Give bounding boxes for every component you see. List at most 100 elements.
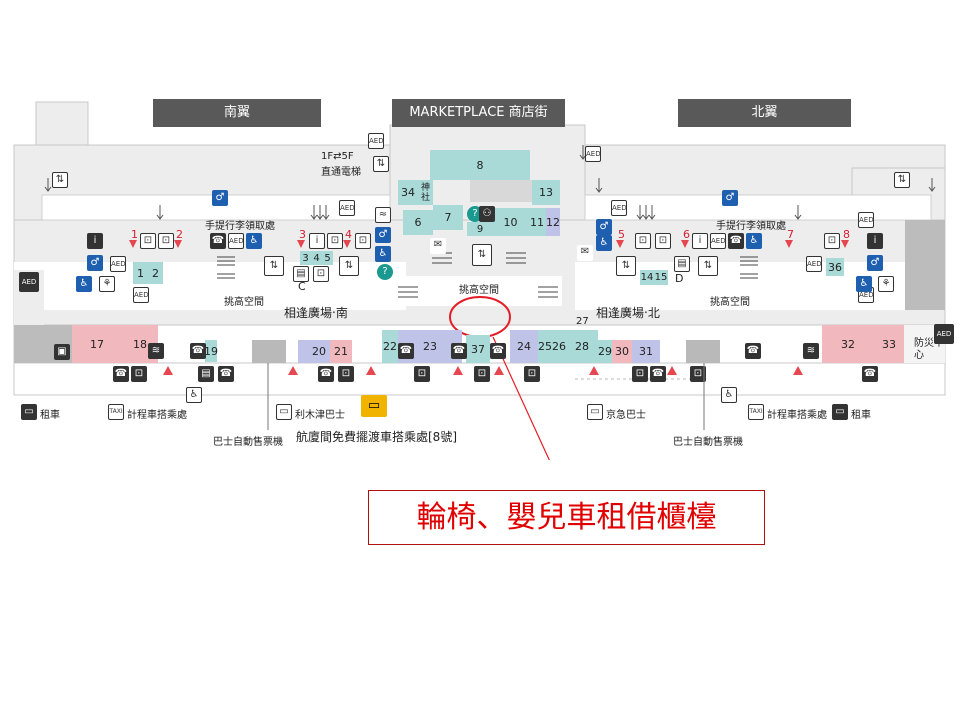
entrance-marker bbox=[589, 366, 599, 375]
shop-37: 37 bbox=[466, 335, 490, 363]
shop-21: 21 bbox=[330, 340, 352, 363]
elevator-icon: ⇅ bbox=[264, 256, 284, 276]
restroom-icon: ♂ bbox=[596, 219, 612, 235]
gate-8-arrow bbox=[841, 240, 849, 248]
luggage-cart-icon: ⊡ bbox=[140, 233, 156, 249]
north-wing-label: 北翼 bbox=[678, 99, 851, 127]
information-icon: i bbox=[692, 233, 708, 249]
rental-car-label-north: 租車 bbox=[851, 410, 871, 421]
entrance-marker bbox=[793, 366, 803, 375]
mail-icon: ✉ bbox=[577, 245, 593, 261]
coin-locker-icon: ▣ bbox=[54, 344, 70, 360]
rental-car-icon: ▭ bbox=[832, 404, 848, 420]
gate-3-arrow bbox=[297, 240, 305, 248]
shop-34: 34 bbox=[398, 180, 418, 205]
gate-2: 2 bbox=[176, 228, 183, 241]
shop-block-grey bbox=[470, 180, 532, 202]
ticket-machine-leaders bbox=[267, 363, 705, 430]
restroom-icon: ♂ bbox=[722, 190, 738, 206]
aed-icon: AED bbox=[858, 212, 874, 228]
plaza-south-label: 相逢廣場‧南 bbox=[284, 306, 348, 320]
phone-icon: ☎ bbox=[398, 343, 414, 359]
cart-icon: ⊡ bbox=[131, 366, 147, 382]
shop-19: 19 bbox=[204, 340, 218, 362]
locker-icon: ▤ bbox=[293, 266, 309, 282]
shop-11: 11 bbox=[528, 208, 546, 236]
bus-ticket-machine-north: 巴士自動售票機 bbox=[673, 437, 743, 448]
disaster-center-label: 防災中心 bbox=[914, 338, 944, 361]
atrium-label-center: 挑高空間 bbox=[459, 285, 499, 296]
taxi-stand-label-north: 計程車搭乘處 bbox=[767, 410, 827, 421]
aed-icon: AED bbox=[133, 287, 149, 303]
information-icon: i bbox=[309, 233, 325, 249]
south-wing-label: 南翼 bbox=[153, 99, 321, 127]
locker-icon: ▤ bbox=[674, 256, 690, 272]
shop-28: 28 bbox=[566, 330, 598, 363]
limousine-bus-label: 利木津巴士 bbox=[295, 410, 345, 421]
elevator-icon: ⇅ bbox=[616, 256, 636, 276]
phone-icon: ☎ bbox=[318, 366, 334, 382]
shop-30: 30 bbox=[612, 340, 632, 363]
phone-icon: ☎ bbox=[745, 343, 761, 359]
shop-26: 26 bbox=[552, 330, 566, 363]
baby-care-icon: ⚇ bbox=[479, 206, 495, 222]
cart-icon: ⊡ bbox=[474, 366, 490, 382]
phone-icon: ☎ bbox=[490, 343, 506, 359]
atrium-label-north: 挑高空間 bbox=[710, 297, 750, 308]
gate-6-arrow bbox=[681, 240, 689, 248]
restroom-icon: ♂ bbox=[375, 227, 391, 243]
shuttle-bus-label: 航廈間免費擺渡車搭乘處[8號] bbox=[296, 430, 457, 444]
gate-7: 7 bbox=[787, 228, 794, 241]
aed-icon: AED bbox=[585, 146, 601, 162]
bus-icon: ▭ bbox=[587, 404, 603, 420]
gate-3: 3 bbox=[299, 228, 306, 241]
smoking-area-icon: ≋ bbox=[803, 343, 819, 359]
keikyu-bus-label: 京急巴士 bbox=[606, 410, 646, 421]
shop-7: 7 bbox=[433, 205, 463, 230]
luggage-cart-icon: ⊡ bbox=[327, 233, 343, 249]
gate-6: 6 bbox=[683, 228, 690, 241]
phone-icon: ☎ bbox=[728, 233, 744, 249]
shower-icon: ≈ bbox=[375, 207, 391, 223]
elevator-icon: ⇅ bbox=[339, 256, 359, 276]
entrance-marker bbox=[366, 366, 376, 375]
aed-icon: AED bbox=[110, 256, 126, 272]
entrance-marker bbox=[494, 366, 504, 375]
shop-29: 29 bbox=[598, 340, 612, 363]
phone-icon: ☎ bbox=[190, 343, 206, 359]
rental-car-label-south: 租車 bbox=[40, 410, 60, 421]
taxi-stand-label-south: 計程車搭乘處 bbox=[127, 410, 187, 421]
baggage-claim-label-north: 手提行李領取處 bbox=[716, 221, 786, 232]
ticket-machine-block-north bbox=[686, 340, 720, 363]
shop-22: 22 bbox=[382, 330, 398, 363]
aed-icon: AED bbox=[339, 200, 355, 216]
entrance-marker bbox=[288, 366, 298, 375]
luggage-cart-icon: ⊡ bbox=[655, 233, 671, 249]
shop-10: 10 bbox=[493, 208, 528, 236]
bus-icon: ▭ bbox=[276, 404, 292, 420]
gate-5-arrow bbox=[616, 240, 624, 248]
wheelchair-stroller-rental-callout: 輪椅、嬰兒車租借櫃檯 bbox=[368, 490, 765, 545]
express-elevator-label: 直通電梯 bbox=[321, 167, 361, 178]
cart-icon: ⊡ bbox=[338, 366, 354, 382]
rental-car-icon: ▭ bbox=[21, 404, 37, 420]
aed-icon: AED bbox=[710, 233, 726, 249]
aed-icon: AED bbox=[19, 272, 39, 292]
ticket-machine-block-south bbox=[252, 340, 286, 363]
shop-2: 2 bbox=[148, 262, 163, 284]
accessible-icon: ♿ bbox=[721, 387, 737, 403]
area-c-label: C bbox=[298, 280, 306, 293]
gate-2-arrow bbox=[174, 240, 182, 248]
gate-1: 1 bbox=[131, 228, 138, 241]
shop-12: 12 bbox=[546, 208, 560, 236]
shop-block-purple bbox=[298, 340, 308, 363]
express-elevator-floors: 1F⇄5F bbox=[321, 151, 354, 162]
shop-3: 3 bbox=[300, 251, 311, 265]
atrium-label-south: 挑高空間 bbox=[224, 297, 264, 308]
shop-32: 32 bbox=[822, 325, 874, 363]
entrance-marker bbox=[453, 366, 463, 375]
gate-4: 4 bbox=[345, 228, 352, 241]
shrine: 神社 bbox=[418, 180, 433, 205]
shop-27: 27 bbox=[576, 316, 589, 327]
shop-13: 13 bbox=[532, 180, 560, 205]
